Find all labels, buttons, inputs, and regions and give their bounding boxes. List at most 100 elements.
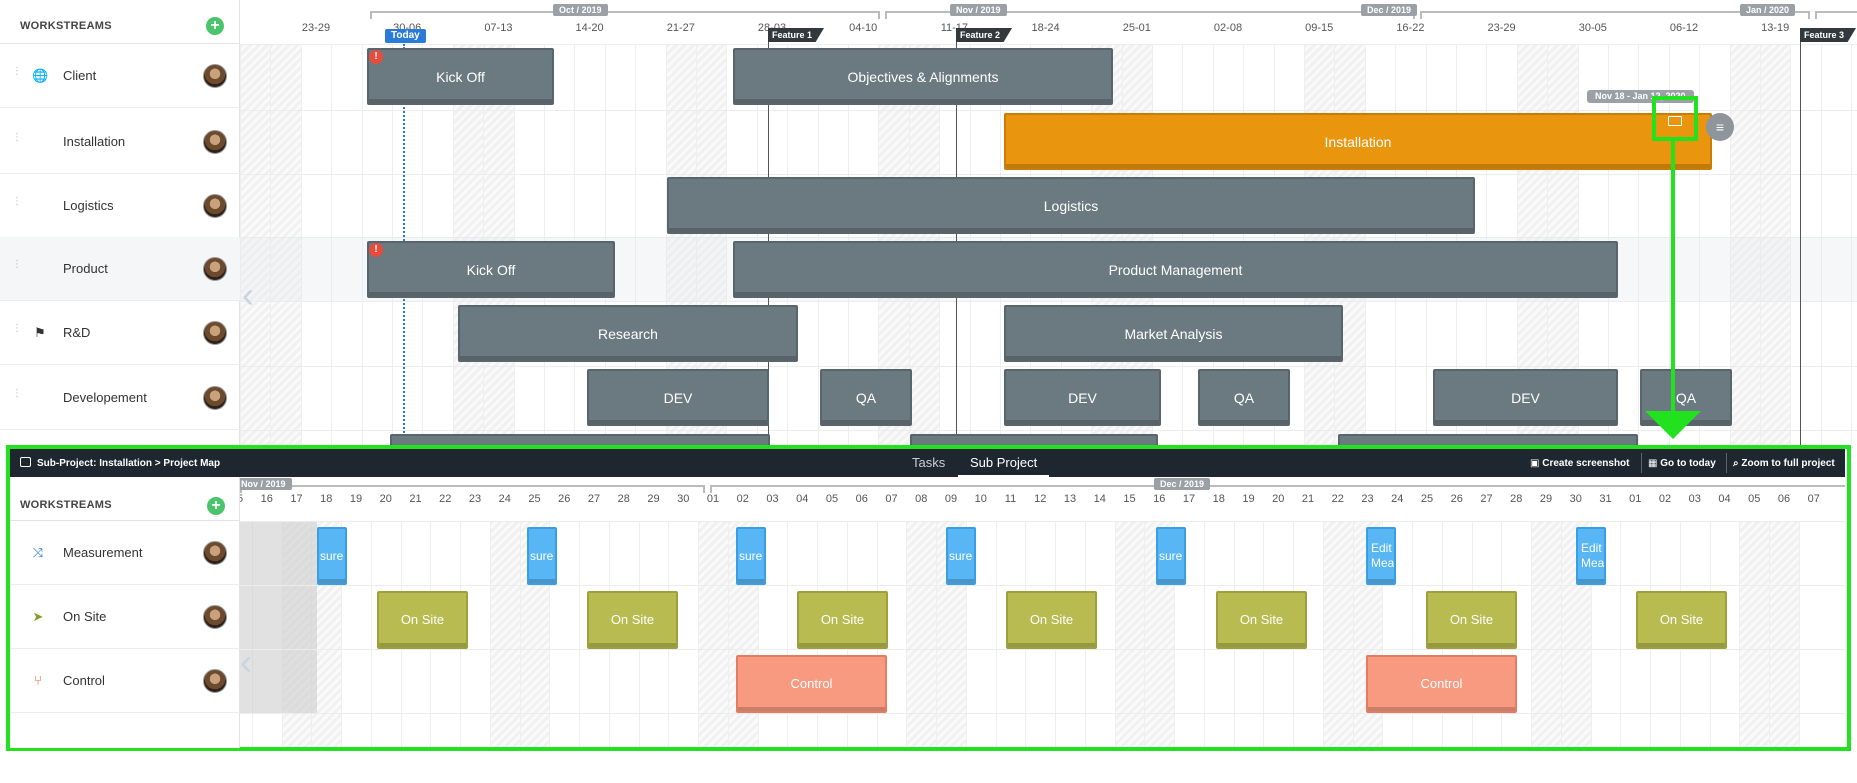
workstream-name[interactable]: Installation: [63, 133, 126, 149]
workstream-row[interactable]: ⋮ Product: [0, 237, 240, 301]
measurement-bar[interactable]: sure: [317, 527, 347, 585]
add-sub-workstream-button[interactable]: +: [207, 497, 225, 515]
add-workstream-button[interactable]: +: [206, 17, 224, 35]
drag-handle-icon[interactable]: ⋮: [12, 322, 22, 334]
day-label: 23: [468, 493, 482, 505]
collapse-left-icon[interactable]: ‹: [240, 641, 252, 682]
task-bar-client-objectives[interactable]: Objectives & Alignments: [733, 48, 1113, 105]
avatar[interactable]: [203, 320, 227, 345]
task-list-button[interactable]: ≡: [1706, 113, 1734, 141]
workstream-row[interactable]: ⋮⚑R&D: [0, 301, 240, 365]
month-label: Nov / 2019: [950, 4, 1007, 16]
on-site-bar[interactable]: On Site: [1426, 591, 1517, 649]
on-site-bar[interactable]: On Site: [377, 591, 468, 649]
measurement-bar-label: sure: [530, 549, 554, 563]
avatar[interactable]: [203, 193, 227, 218]
avatar[interactable]: [203, 129, 227, 154]
measurement-bar[interactable]: sure: [946, 527, 976, 585]
sub-workstream-name[interactable]: Control: [63, 672, 105, 688]
task-bar-dev3[interactable]: DEV: [1433, 369, 1618, 426]
task-bar-dev1[interactable]: DEV: [587, 369, 769, 426]
sub-workstream-row[interactable]: ⑂Control: [10, 649, 240, 713]
task-bar-label: DEV: [1068, 389, 1097, 406]
week-label: 13-19: [1761, 22, 1790, 34]
on-site-bar[interactable]: On Site: [1216, 591, 1307, 649]
day-label: 06: [855, 493, 868, 505]
on-site-bar[interactable]: On Site: [797, 591, 888, 649]
breadcrumb[interactable]: Sub-Project: Installation > Project Map: [20, 457, 220, 469]
warning-icon[interactable]: !: [369, 50, 383, 64]
avatar[interactable]: [203, 385, 227, 410]
row-divider: [240, 366, 1857, 367]
tab-sub-project[interactable]: Sub Project: [958, 449, 1050, 477]
task-bar-research[interactable]: Research: [458, 305, 798, 362]
feature-marker[interactable]: Feature 1: [768, 28, 825, 42]
measurement-bar[interactable]: sure: [527, 527, 557, 585]
control-bar[interactable]: Control: [736, 655, 887, 713]
task-bar-partial[interactable]: [1338, 434, 1638, 445]
day-column: [1620, 521, 1650, 748]
create-screenshot-button[interactable]: ▣ Create screenshot: [1530, 458, 1630, 469]
task-bar-qa1[interactable]: QA: [820, 369, 912, 426]
day-label: 27: [1480, 493, 1493, 505]
sub-workstream-row[interactable]: ⤨Measurement: [10, 521, 240, 585]
sub-workstream-row[interactable]: ➤On Site: [10, 585, 240, 649]
avatar[interactable]: [203, 668, 227, 693]
task-bar-product-mgmt[interactable]: Product Management: [733, 241, 1618, 298]
measurement-bar[interactable]: sure: [1156, 527, 1186, 585]
avatar[interactable]: [203, 540, 227, 565]
workstream-row[interactable]: ⋮🌐Client: [0, 44, 240, 108]
task-bar-partial[interactable]: [910, 434, 1158, 445]
drag-handle-icon[interactable]: ⋮: [12, 387, 22, 399]
workstream-name[interactable]: Logistics: [63, 197, 114, 213]
warning-icon[interactable]: !: [369, 243, 383, 257]
sub-workstream-name[interactable]: Measurement: [63, 544, 143, 560]
day-column: [1322, 521, 1353, 748]
drag-handle-icon[interactable]: ⋮: [12, 131, 22, 143]
workstream-name[interactable]: Client: [63, 67, 97, 83]
avatar[interactable]: [203, 604, 227, 629]
avatar[interactable]: [203, 63, 227, 88]
avatar[interactable]: [203, 256, 227, 281]
measurement-bar[interactable]: Edit Mea: [1366, 527, 1396, 585]
drag-handle-icon[interactable]: ⋮: [12, 65, 22, 77]
workstream-row[interactable]: ⋮ Developement: [0, 366, 240, 430]
workstream-name[interactable]: R&D: [63, 324, 91, 340]
control-bar[interactable]: Control: [1366, 655, 1517, 713]
on-site-bar[interactable]: On Site: [1006, 591, 1097, 649]
go-to-today-button[interactable]: ▦ Go to today: [1648, 458, 1716, 469]
week-label: 04-10: [849, 22, 878, 34]
task-bar-product-kickoff[interactable]: Kick Off!: [367, 241, 615, 298]
drag-handle-icon[interactable]: ⋮: [12, 258, 22, 270]
today-marker[interactable]: Today: [385, 29, 426, 43]
drag-handle-icon[interactable]: ⋮: [12, 195, 22, 207]
task-bar-logistics[interactable]: Logistics: [667, 177, 1475, 234]
feature-marker[interactable]: Feature 3: [1800, 28, 1857, 42]
workstream-name[interactable]: Developement: [63, 389, 147, 405]
workstream-name[interactable]: Product: [63, 260, 108, 276]
month-label: Oct / 2019: [553, 4, 608, 16]
task-bar-partial[interactable]: [390, 434, 770, 445]
collapse-left-icon[interactable]: ‹: [242, 274, 254, 315]
workstream-row[interactable]: ⋮ Logistics: [0, 174, 240, 238]
task-bar-client-kickoff[interactable]: Kick Off!: [367, 48, 554, 105]
collapse-panel-icon[interactable]: [20, 457, 31, 467]
on-site-bar[interactable]: On Site: [587, 591, 678, 649]
workstream-row[interactable]: ⋮ Installation: [0, 110, 240, 174]
zoom-full-project-button[interactable]: ⌕ Zoom to full project: [1733, 458, 1835, 469]
sub-project-icon[interactable]: [1668, 116, 1682, 126]
measurement-bar[interactable]: Edit Mea: [1576, 527, 1606, 585]
day-column: [635, 44, 665, 445]
task-bar-dev2[interactable]: DEV: [1004, 369, 1161, 426]
day-column: [1114, 521, 1145, 748]
sub-workstream-name[interactable]: On Site: [63, 608, 107, 624]
task-bar-installation[interactable]: Installation: [1004, 113, 1712, 170]
on-site-bar[interactable]: On Site: [1636, 591, 1727, 649]
task-bar-qa2[interactable]: QA: [1198, 369, 1290, 426]
measurement-bar[interactable]: sure: [736, 527, 766, 585]
feature-marker[interactable]: Feature 2: [956, 28, 1013, 42]
task-bar-label: Product Management: [1108, 261, 1243, 278]
tab-tasks[interactable]: Tasks: [912, 455, 946, 470]
day-column: [787, 521, 817, 748]
task-bar-market[interactable]: Market Analysis: [1004, 305, 1343, 362]
